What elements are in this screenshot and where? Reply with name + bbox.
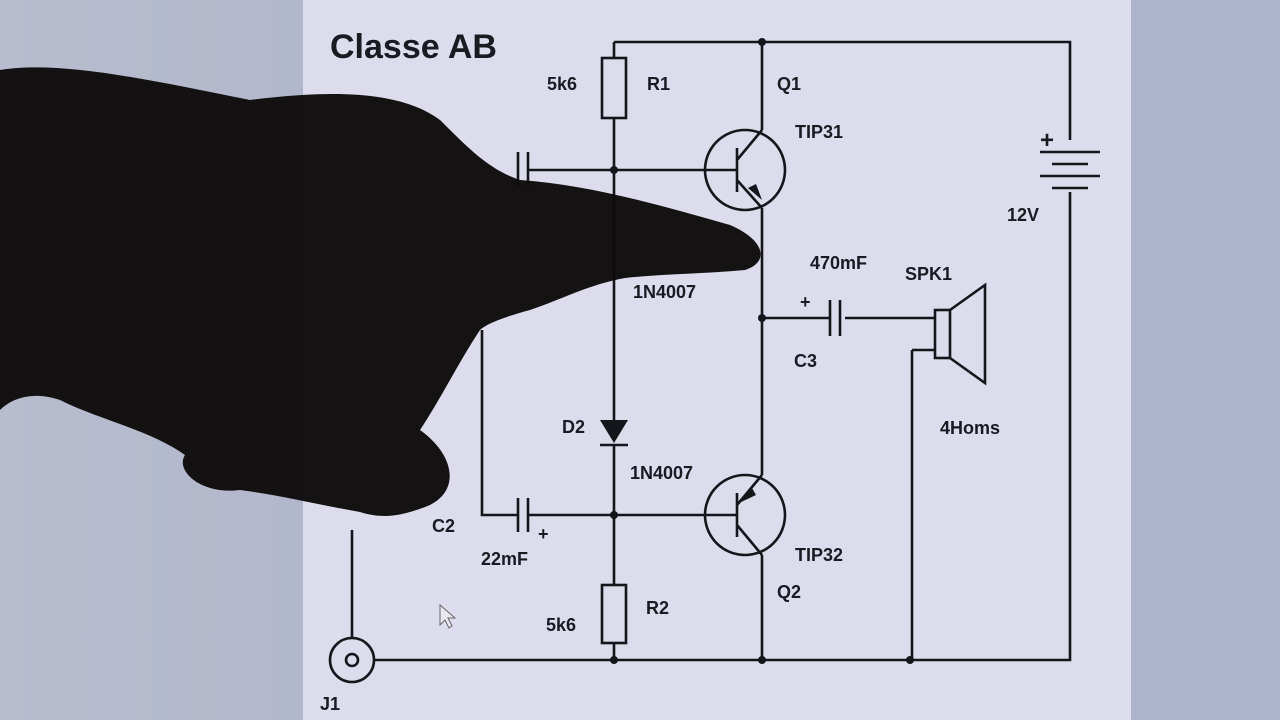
battery-value: 12V bbox=[1007, 205, 1039, 225]
c2-value: 22mF bbox=[481, 549, 528, 569]
spk-label: SPK1 bbox=[905, 264, 952, 284]
resistor-r2 bbox=[600, 583, 628, 645]
speaker-icon bbox=[933, 282, 987, 386]
mouse-cursor-icon bbox=[439, 603, 457, 629]
capacitor-c2 bbox=[516, 498, 530, 532]
jack-j1-icon bbox=[328, 636, 376, 684]
c3-plus: + bbox=[800, 292, 811, 312]
c2-plus: + bbox=[538, 524, 549, 544]
r2-value: 5k6 bbox=[546, 615, 576, 635]
d1-part: 1N4007 bbox=[633, 282, 696, 302]
battery-plus: + bbox=[1040, 127, 1054, 154]
spk-value: 4Homs bbox=[940, 418, 1000, 438]
d2-part: 1N4007 bbox=[630, 463, 693, 483]
transistor-q1 bbox=[703, 128, 787, 212]
resistor-r1 bbox=[600, 56, 628, 120]
r2-label: R2 bbox=[646, 598, 669, 618]
q2-part: TIP32 bbox=[795, 545, 843, 565]
j1-label: J1 bbox=[320, 694, 340, 714]
q2-label: Q2 bbox=[777, 582, 801, 602]
diode-d2 bbox=[600, 420, 628, 447]
c3-value: 470mF bbox=[810, 253, 867, 273]
capacitor-c3 bbox=[828, 300, 842, 336]
c3-label: C3 bbox=[794, 351, 817, 371]
r1-value: 5k6 bbox=[547, 74, 577, 94]
page-title: Classe AB bbox=[330, 28, 497, 66]
pointing-hand bbox=[0, 67, 761, 516]
transistor-q2 bbox=[703, 473, 787, 557]
c2-label: C2 bbox=[432, 516, 455, 536]
junction-dots bbox=[610, 38, 914, 664]
d2-label: D2 bbox=[562, 417, 585, 437]
monitor-background-right bbox=[1131, 0, 1280, 720]
q1-part: TIP31 bbox=[795, 122, 843, 142]
r1-label: R1 bbox=[647, 74, 670, 94]
q1-label: Q1 bbox=[777, 74, 801, 94]
battery-icon bbox=[1040, 150, 1100, 190]
